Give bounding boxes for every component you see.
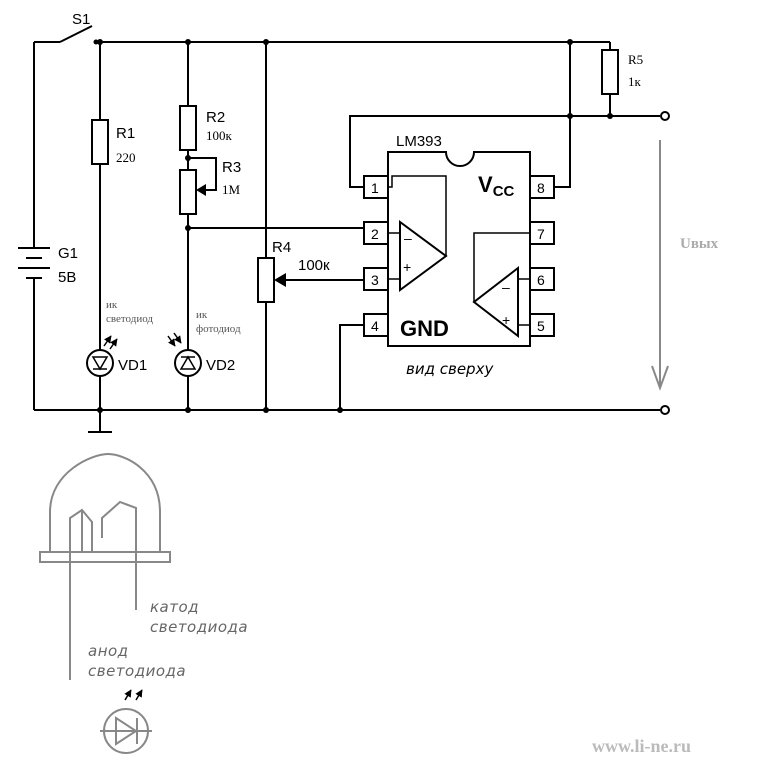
pin-3: 3 bbox=[371, 272, 379, 288]
vd2-note-2: фотодиод bbox=[196, 323, 241, 335]
gnd-label: GND bbox=[400, 316, 449, 341]
pin-1: 1 bbox=[371, 180, 379, 196]
output-arrow bbox=[651, 140, 669, 391]
r2-value: 100к bbox=[206, 128, 233, 143]
lm393-chip: – + – + bbox=[363, 151, 555, 347]
r1-value: 220 bbox=[116, 150, 136, 165]
svg-text:–: – bbox=[502, 279, 510, 295]
battery-g1 bbox=[18, 42, 50, 410]
view-note: вид сверху bbox=[406, 360, 494, 378]
chip-wiring bbox=[339, 42, 660, 410]
anode-label-1: анод bbox=[88, 642, 129, 660]
r3-name: R3 bbox=[222, 159, 241, 176]
r4-value: 100к bbox=[298, 257, 330, 274]
battery-value: 5В bbox=[58, 269, 76, 286]
anode-label-2: светодиода bbox=[88, 662, 186, 680]
r2-name: R2 bbox=[206, 109, 225, 126]
vd2-note-1: ик bbox=[196, 309, 208, 321]
switch-s1 bbox=[59, 25, 99, 45]
pin-2: 2 bbox=[371, 226, 379, 242]
vd1-name: VD1 bbox=[118, 357, 147, 374]
r5-name: R5 bbox=[628, 52, 643, 67]
pin-5: 5 bbox=[537, 318, 545, 334]
svg-text:+: + bbox=[502, 312, 510, 328]
led-drawing bbox=[39, 452, 171, 680]
vd1-note-2: светодиод bbox=[106, 313, 153, 325]
potentiometer-r4 bbox=[257, 39, 364, 413]
r1-name: R1 bbox=[116, 125, 135, 142]
cathode-label-2: светодиода bbox=[150, 618, 248, 636]
r4-name: R4 bbox=[272, 239, 291, 256]
svg-text:+: + bbox=[403, 259, 411, 275]
r5-value: 1к bbox=[628, 74, 642, 89]
pin-8: 8 bbox=[537, 180, 545, 196]
cathode-label-1: катод bbox=[150, 598, 199, 616]
pin-4: 4 bbox=[371, 318, 379, 334]
vd2-name: VD2 bbox=[206, 357, 235, 374]
pin-6: 6 bbox=[537, 272, 545, 288]
branch-r2-r3-vd2 bbox=[167, 42, 217, 410]
branch-r1-vd1 bbox=[86, 42, 118, 433]
pin-7: 7 bbox=[537, 226, 545, 242]
r3-value: 1М bbox=[222, 182, 241, 197]
resistor-r5 bbox=[601, 42, 619, 116]
switch-label: S1 bbox=[72, 11, 90, 28]
vcc-label: VCC bbox=[478, 172, 515, 200]
battery-name: G1 bbox=[58, 245, 78, 262]
output-terminal-top bbox=[660, 111, 670, 121]
output-label: Uвых bbox=[680, 236, 719, 252]
led-symbol bbox=[100, 689, 152, 754]
output-terminal-bottom bbox=[660, 405, 670, 415]
watermark: www.li-ne.ru bbox=[592, 736, 691, 756]
svg-text:–: – bbox=[404, 230, 412, 246]
chip-name: LM393 bbox=[396, 133, 442, 150]
vd1-note-1: ик bbox=[106, 299, 118, 311]
